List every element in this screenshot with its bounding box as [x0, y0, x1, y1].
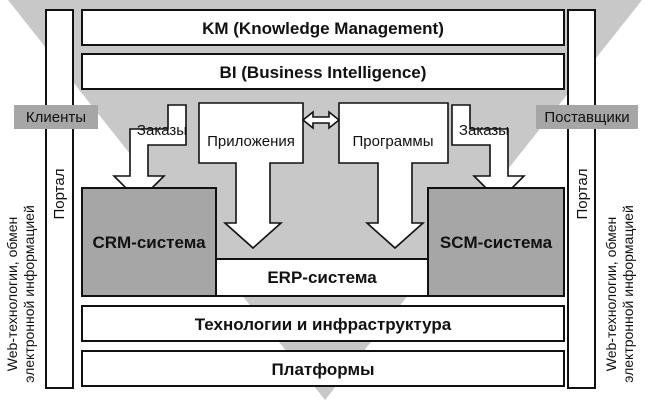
km-layer [81, 9, 565, 46]
programs-arrow [338, 102, 449, 250]
left-portal-label: Портал [51, 169, 68, 220]
tech-layer [81, 305, 565, 342]
background-triangle [8, 0, 642, 400]
right-web-tech-line1: Web-технологии, обмен [603, 217, 619, 371]
erp-system [215, 258, 429, 297]
right-portal-strip [567, 9, 596, 389]
programs-label: Программы [352, 133, 433, 150]
suppliers-label: Поставщики [544, 109, 629, 126]
bi-layer-label: BI (Business Intelligence) [220, 63, 427, 82]
platforms-layer [81, 350, 565, 387]
clients-label-bg [14, 105, 98, 129]
platforms-layer-label: Платформы [271, 360, 374, 379]
applications-label: Приложения [207, 133, 295, 150]
applications-arrow [198, 102, 304, 250]
crm-system-label: CRM-система [92, 233, 206, 252]
crm-system [81, 187, 217, 297]
tech-layer-label: Технологии и инфраструктура [195, 315, 452, 334]
scm-system-label: SCM-система [440, 233, 553, 252]
suppliers-label-bg [536, 105, 638, 129]
orders-left-label: Заказы [137, 122, 187, 139]
orders-right-label: Заказы [459, 122, 509, 139]
left-portal-strip [45, 9, 74, 389]
bi-layer [81, 53, 565, 90]
erp-system-label: ERP-система [267, 268, 377, 287]
left-web-tech-line2: электронной информацией [21, 205, 37, 383]
clients-label: Клиенты [26, 109, 86, 126]
km-layer-label: KM (Knowledge Management) [202, 19, 444, 38]
right-web-tech-line2: электронной информацией [620, 205, 636, 383]
left-web-tech-line1: Web-технологии, обмен [4, 217, 20, 371]
exchange-double-arrow [301, 110, 341, 130]
right-portal-label: Портал [574, 169, 591, 220]
scm-system [427, 187, 565, 297]
